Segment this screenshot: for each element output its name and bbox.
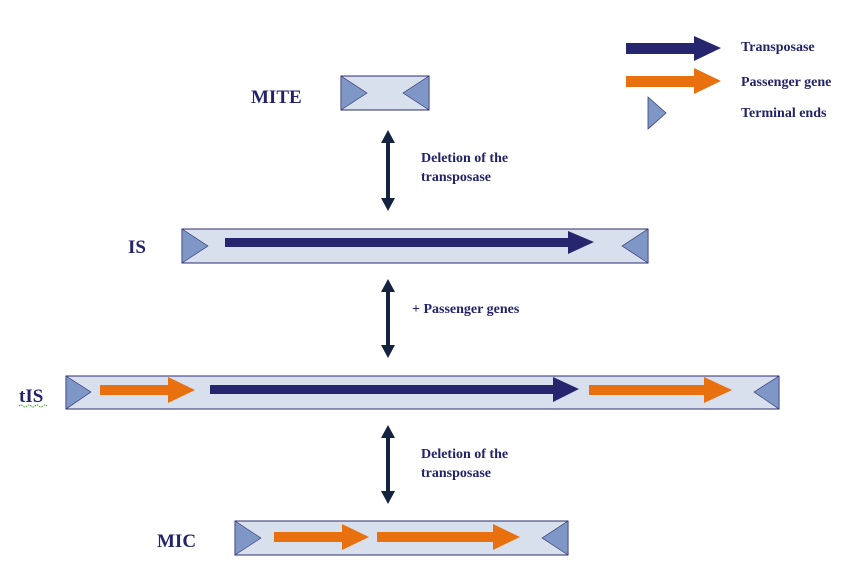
- terminal-end-left-icon: [181, 228, 209, 264]
- terminal-end-right-icon: [541, 520, 569, 556]
- double-arrow-is-tis: [381, 279, 395, 358]
- passenger-gene-arrow: [100, 377, 195, 403]
- transition-mite-is-line2: transposase: [421, 170, 491, 185]
- tis-label: tIS: [19, 386, 43, 407]
- transposase-arrow: [210, 377, 579, 402]
- transition-tis-mic-line1: Deletion of the: [421, 447, 508, 462]
- legend-transposase-arrow: [626, 36, 721, 61]
- transition-tis-mic-line2: transposase: [421, 466, 491, 481]
- legend-terminal-end-icon: [647, 96, 667, 130]
- terminal-end-right-icon: [402, 75, 430, 111]
- legend-passenger-gene-label: Passenger gene: [741, 75, 831, 90]
- spellcheck-underline: [18, 404, 48, 408]
- legend: Transposase Passenger gene Terminal ends: [626, 36, 831, 130]
- is-element: IS: [128, 228, 649, 264]
- passenger-gene-arrow: [377, 524, 520, 550]
- transition-is-tis-line1: + Passenger genes: [412, 302, 520, 317]
- double-arrow-tis-mic: [381, 425, 395, 504]
- legend-transposase-label: Transposase: [741, 40, 815, 55]
- mic-label: MIC: [157, 531, 196, 552]
- transposase-arrow: [225, 231, 594, 254]
- mite-label: MITE: [251, 87, 302, 108]
- transition-mite-is-line1: Deletion of the: [421, 151, 508, 166]
- mite-element: MITE: [251, 75, 430, 111]
- mic-element: MIC: [157, 520, 569, 556]
- terminal-end-left-icon: [234, 520, 262, 556]
- legend-terminal-ends-label: Terminal ends: [741, 106, 827, 121]
- terminal-end-right-icon: [621, 228, 649, 264]
- double-arrow-mite-is: [381, 130, 395, 211]
- terminal-end-right-icon: [753, 375, 780, 410]
- terminal-end-left-icon: [65, 375, 92, 410]
- terminal-end-left-icon: [340, 75, 368, 111]
- is-label: IS: [128, 237, 146, 258]
- passenger-gene-arrow: [274, 524, 369, 550]
- tis-element: tIS: [18, 375, 780, 410]
- legend-passenger-gene-arrow: [626, 68, 721, 94]
- passenger-gene-arrow: [589, 377, 732, 403]
